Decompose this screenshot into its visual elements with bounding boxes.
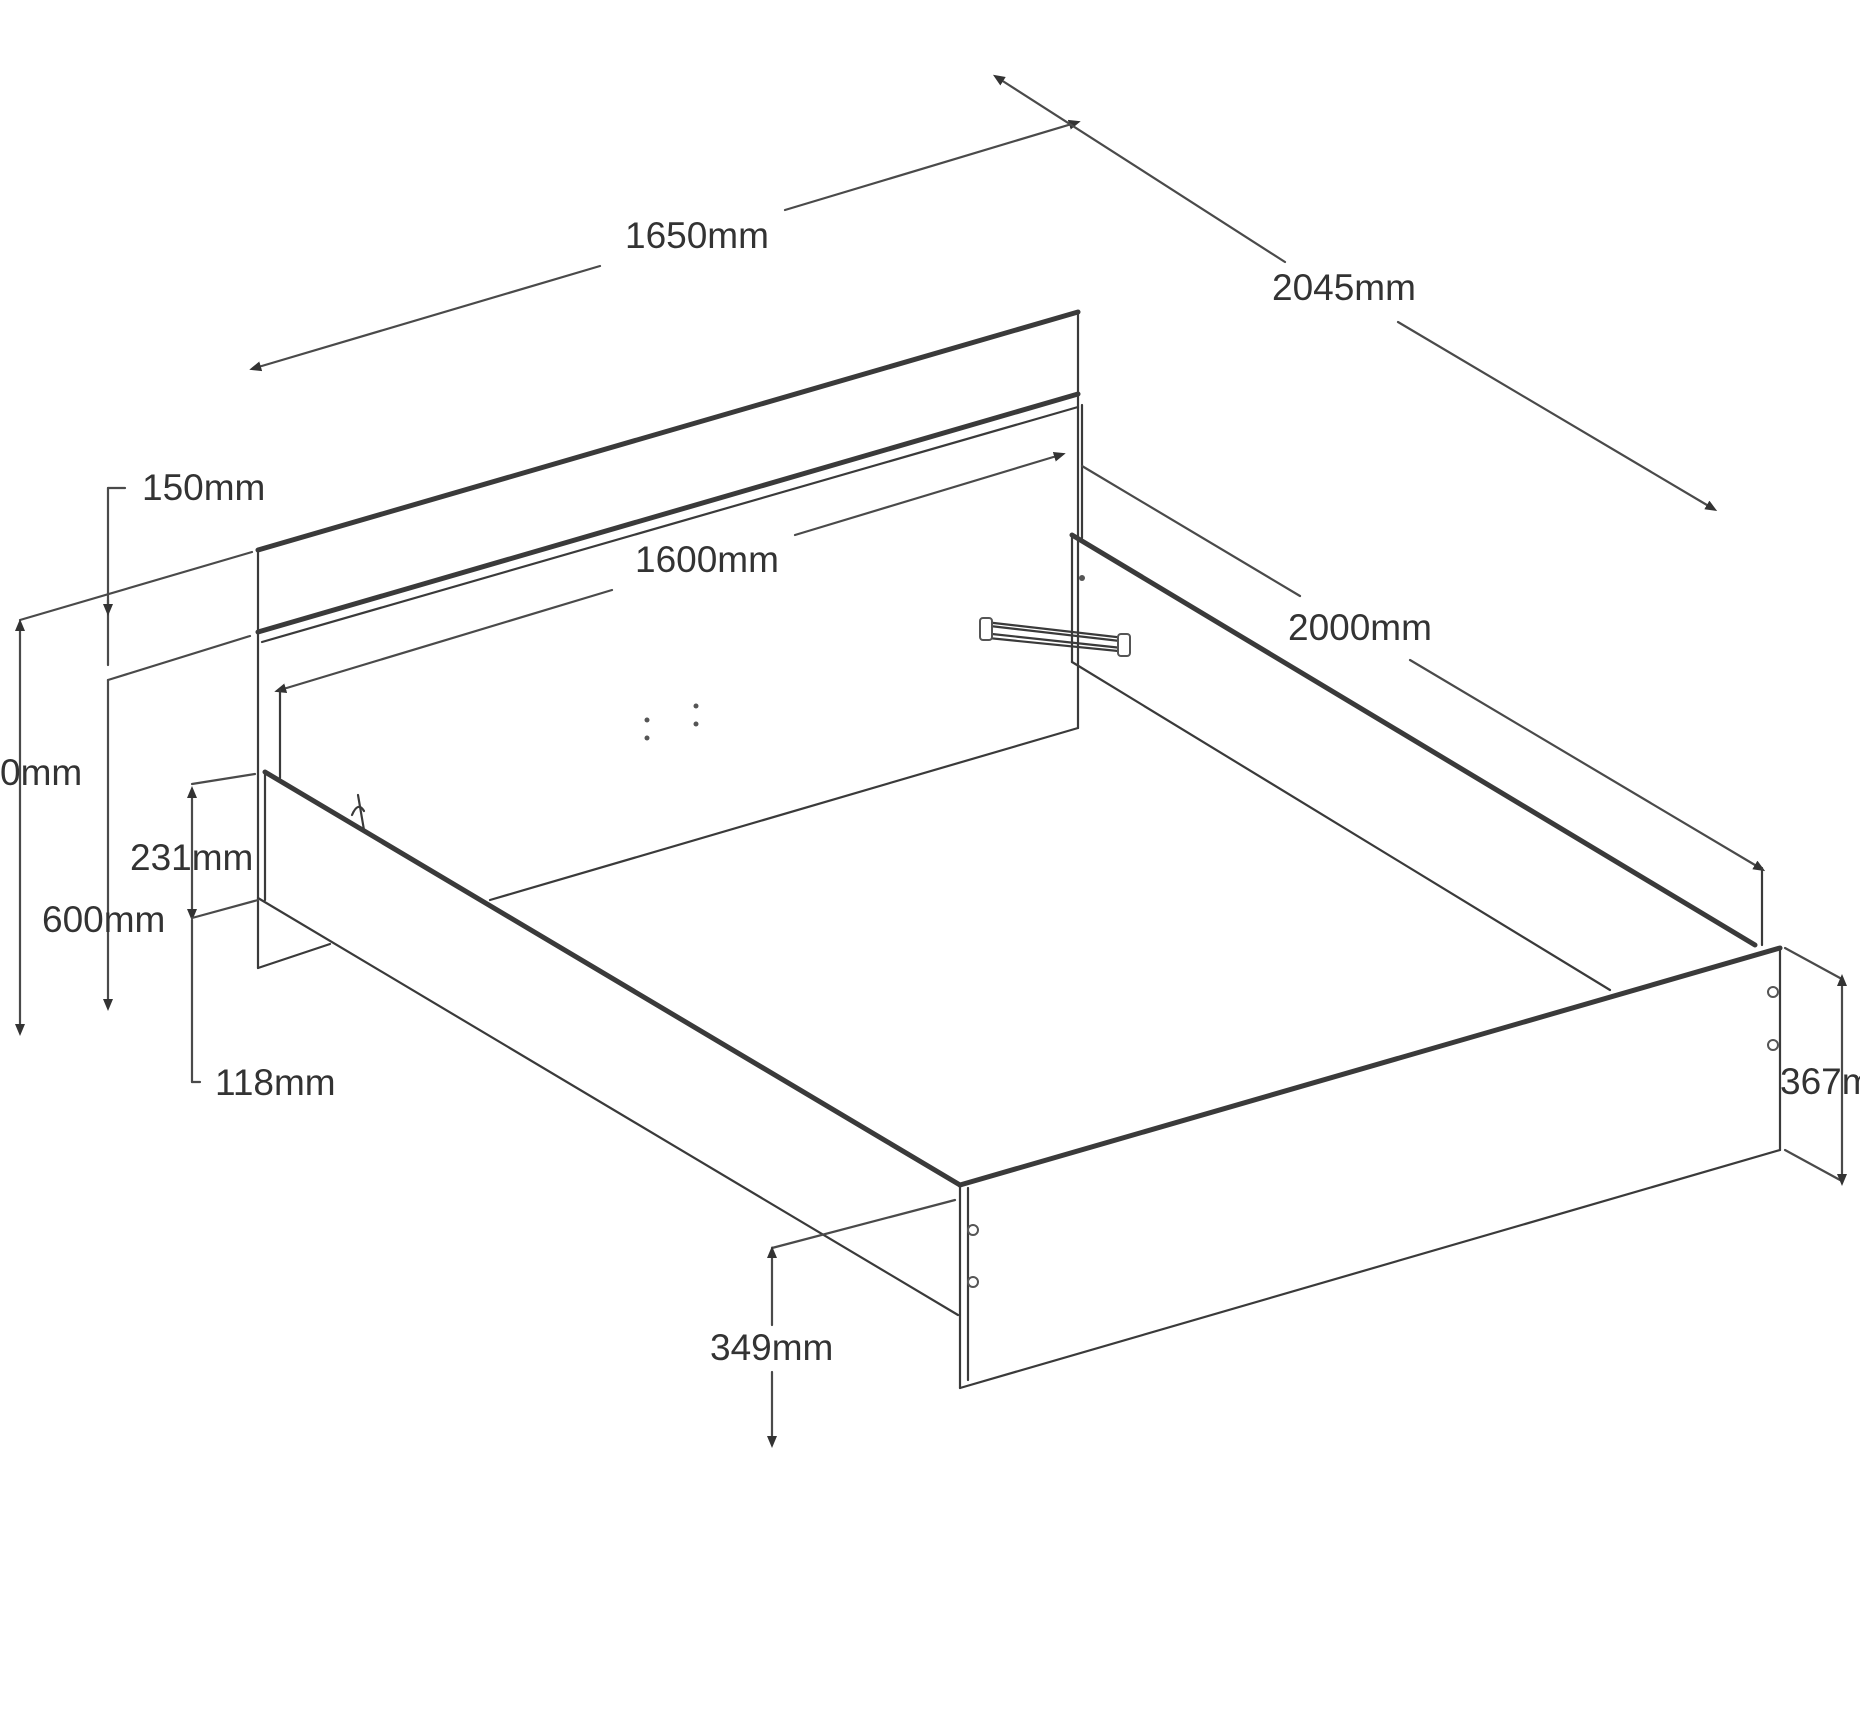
dimension-overall-length: 2045mm xyxy=(992,74,1718,512)
screw-mark xyxy=(644,717,650,723)
left-side-rail xyxy=(256,769,963,1317)
dimension-total-height: 0mm xyxy=(0,550,254,1036)
screw-mark xyxy=(693,721,699,727)
dimension-footboard-height: 367m xyxy=(1780,946,1860,1186)
metal-bracket-icon xyxy=(979,617,1131,657)
screw-mark xyxy=(644,735,650,741)
screw-hole xyxy=(1767,986,1779,998)
screw-hole xyxy=(967,1224,979,1236)
label-total-height: 0mm xyxy=(0,752,82,793)
label-floor-clearance: 118mm xyxy=(215,1062,336,1103)
footboard xyxy=(957,945,1783,1390)
dimension-headboard-top: 150mm 600mm xyxy=(42,467,265,1011)
dimension-front-height: 349mm xyxy=(710,1198,957,1448)
label-headboard-600: 600mm xyxy=(42,899,165,940)
label-overall-length: 2045mm xyxy=(1272,267,1416,308)
label-inner-length: 2000mm xyxy=(1288,607,1432,648)
dimension-overall-width: 1650mm xyxy=(249,119,1081,372)
label-inner-width: 1600mm xyxy=(635,539,779,580)
label-front-height: 349mm xyxy=(710,1327,833,1368)
screw-mark xyxy=(693,703,699,709)
label-overall-width: 1650mm xyxy=(625,215,769,256)
label-panel-height: 231mm xyxy=(130,837,253,878)
headboard xyxy=(255,309,1084,970)
screw-hole xyxy=(967,1276,979,1288)
screw-hole xyxy=(1767,1039,1779,1051)
dimension-inner-length: 2000mm xyxy=(1080,464,1766,947)
label-headboard-top: 150mm xyxy=(142,467,265,508)
right-side-rail xyxy=(979,532,1758,992)
screw-mark xyxy=(1079,575,1085,581)
dimension-inner-width: 1600mm xyxy=(274,451,1066,780)
label-footboard-height: 367m xyxy=(1780,1061,1860,1102)
bracket-icon xyxy=(350,805,366,817)
dimension-panel-height: 231mm 118mm xyxy=(130,772,336,1103)
